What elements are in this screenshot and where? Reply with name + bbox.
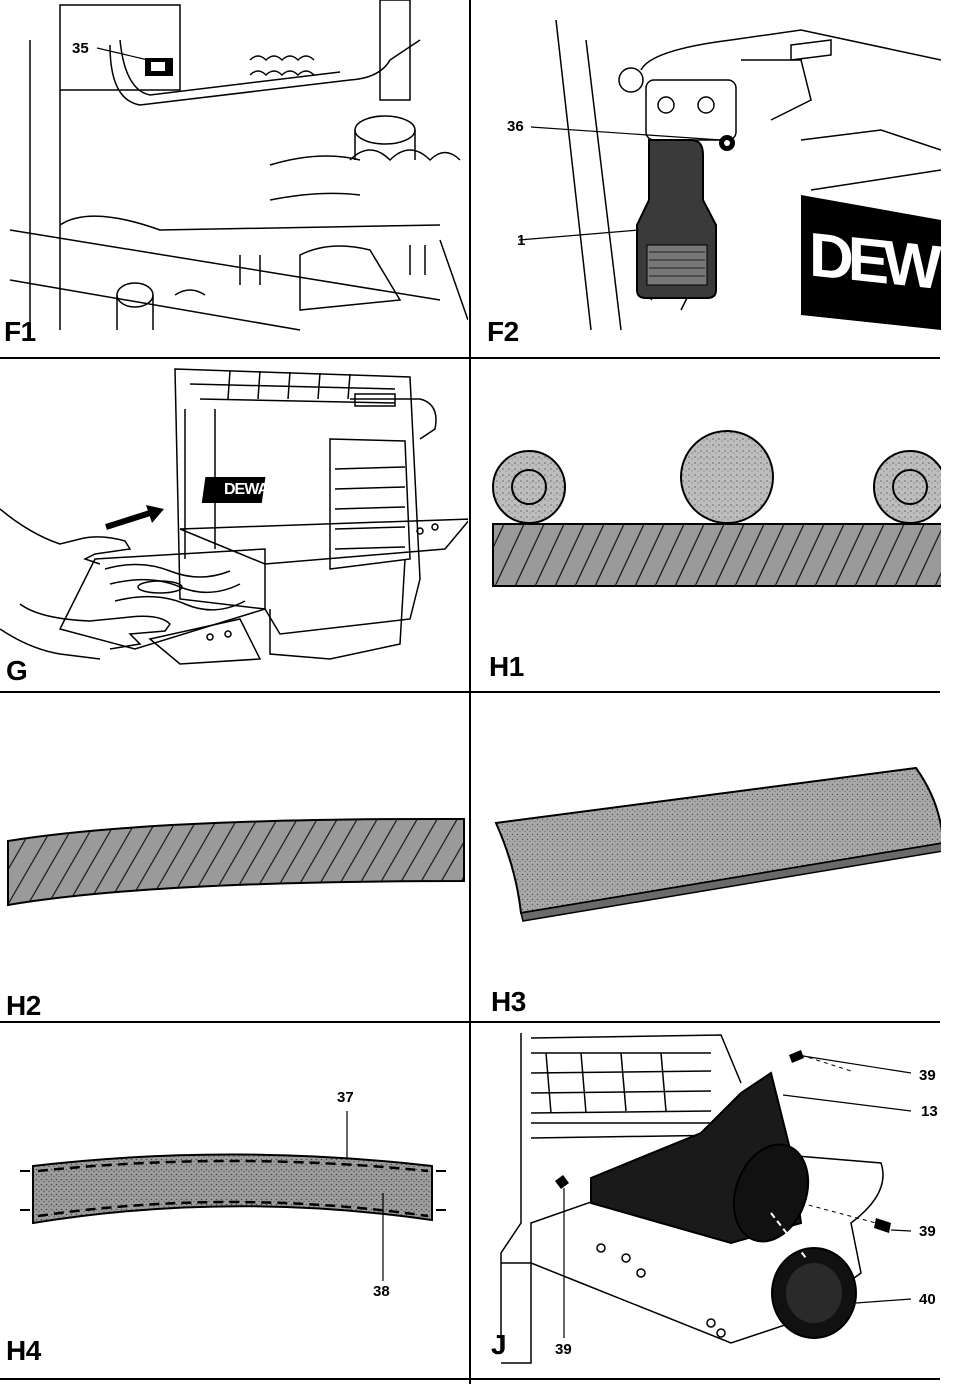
figure-label-j: J [491, 1329, 507, 1360]
f2-illustration [518, 19, 941, 331]
figure-h1: H1 [471, 359, 941, 690]
h4-bowed-board [32, 1153, 433, 1225]
grid-divider-row3 [0, 1021, 940, 1023]
figure-label-g: G [6, 655, 28, 686]
callout-37: 37 [337, 1089, 354, 1106]
figure-f2: DEW 36 1 F2 [471, 0, 941, 356]
grid-divider-row1 [0, 357, 940, 359]
g-illustration [0, 368, 468, 665]
callout-13: 13 [921, 1103, 938, 1120]
h1-roller-right [873, 450, 941, 524]
callout-40: 40 [919, 1291, 936, 1308]
h3-cupped-board [494, 766, 941, 915]
callout-35: 35 [72, 40, 89, 57]
h3-illustration [494, 766, 941, 922]
f1-illustration [9, 0, 468, 331]
h2-illustration [7, 817, 465, 907]
figure-h3: H3 [471, 693, 941, 1020]
j-illustration [500, 1033, 912, 1364]
figure-label-h2: H2 [6, 990, 41, 1020]
h4-illustration [20, 1111, 446, 1281]
figure-label-h4: H4 [6, 1335, 41, 1366]
h1-illustration [492, 430, 941, 587]
figure-f1: 35 F1 [0, 0, 468, 356]
figure-label-f1: F1 [4, 316, 36, 347]
figure-j: 39 13 39 40 39 J [471, 1023, 941, 1377]
figure-h2: H2 [0, 693, 468, 1020]
callout-38: 38 [373, 1283, 390, 1300]
callout-39-right: 39 [919, 1223, 936, 1240]
callout-1: 1 [517, 232, 526, 249]
h2-warped-board [7, 817, 465, 907]
figure-label-f2: F2 [487, 316, 519, 347]
figure-h4: 37 38 H4 [0, 1023, 468, 1377]
h1-roller-left [492, 450, 566, 524]
figure-label-h1: H1 [489, 651, 524, 682]
callout-39-bottom: 39 [555, 1341, 572, 1358]
grid-divider-row2 [0, 691, 940, 693]
callout-36: 36 [507, 118, 524, 135]
brand-logo-dewalt: DEWALT [224, 481, 285, 498]
h1-cutterhead [680, 430, 774, 524]
callout-39-top: 39 [919, 1067, 936, 1084]
figure-label-h3: H3 [491, 986, 526, 1017]
grid-divider-bottom [0, 1378, 940, 1380]
brand-logo-dew: DEW [809, 220, 936, 303]
h1-board [492, 523, 941, 587]
figure-g: DEWALT G [0, 359, 468, 690]
